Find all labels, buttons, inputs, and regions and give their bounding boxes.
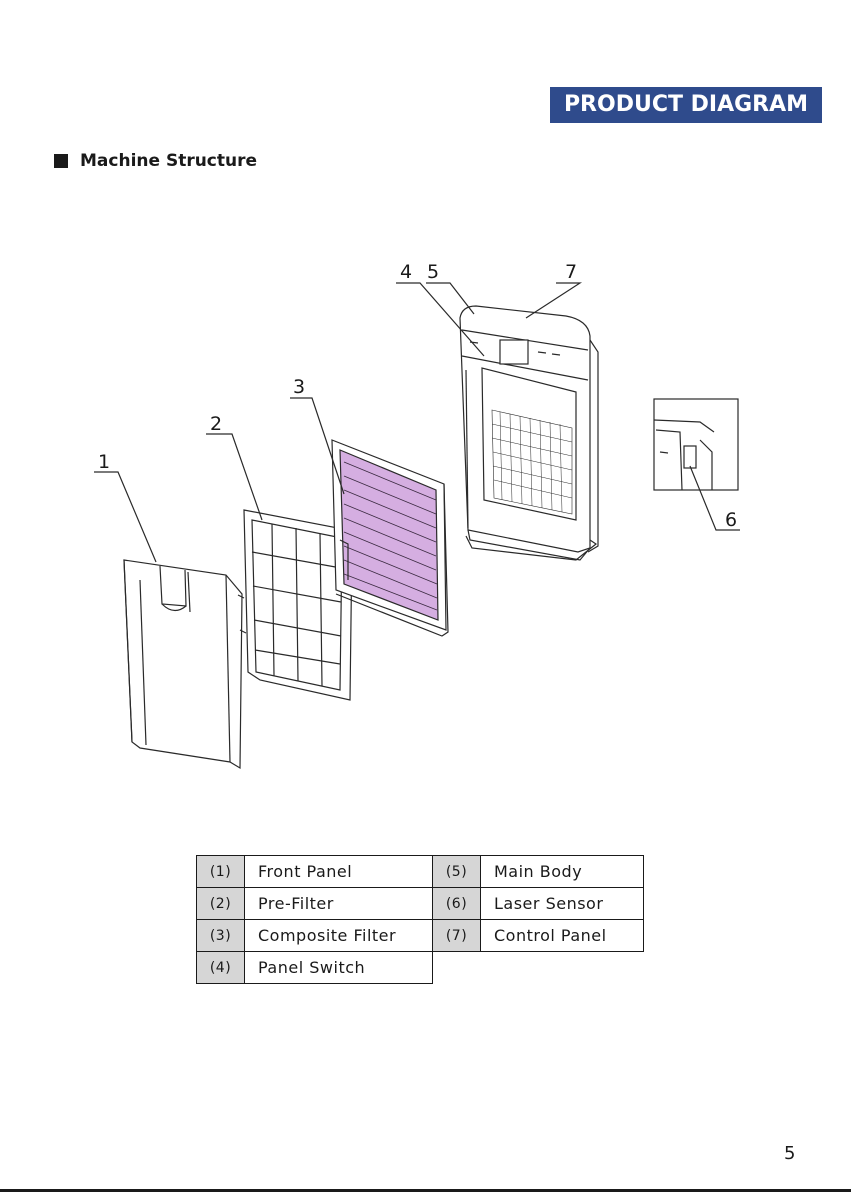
- part-name: Front Panel: [245, 856, 433, 888]
- header-banner: PRODUCT DIAGRAM: [550, 87, 822, 123]
- part-number: (6): [433, 888, 481, 920]
- part-name: Composite Filter: [245, 920, 433, 952]
- callout-2: 2: [210, 413, 222, 435]
- callout-1: 1: [98, 451, 110, 473]
- callout-6: 6: [725, 509, 737, 531]
- exploded-diagram: 1 2 3 4 5 7 6: [0, 200, 851, 800]
- part-number: (3): [197, 920, 245, 952]
- empty-cell: [433, 952, 481, 984]
- part-name: Pre-Filter: [245, 888, 433, 920]
- table-row: (3) Composite Filter (7) Control Panel: [197, 920, 644, 952]
- square-bullet-icon: [54, 154, 68, 168]
- main-body-illustration: [460, 306, 598, 560]
- part-name: Main Body: [481, 856, 644, 888]
- parts-table: (1) Front Panel (5) Main Body (2) Pre-Fi…: [196, 855, 644, 984]
- table-row: (4) Panel Switch: [197, 952, 644, 984]
- empty-cell: [481, 952, 644, 984]
- part-name: Control Panel: [481, 920, 644, 952]
- table-row: (1) Front Panel (5) Main Body: [197, 856, 644, 888]
- part-name: Laser Sensor: [481, 888, 644, 920]
- callout-5: 5: [427, 261, 439, 283]
- part-name: Panel Switch: [245, 952, 433, 984]
- callout-7: 7: [565, 261, 577, 283]
- front-panel-illustration: [124, 560, 242, 768]
- table-row: (2) Pre-Filter (6) Laser Sensor: [197, 888, 644, 920]
- section-heading: Machine Structure: [54, 150, 257, 172]
- page-number: 5: [784, 1143, 795, 1164]
- part-number: (7): [433, 920, 481, 952]
- part-number: (1): [197, 856, 245, 888]
- callout-3: 3: [293, 376, 305, 398]
- part-number: (5): [433, 856, 481, 888]
- part-number: (4): [197, 952, 245, 984]
- laser-sensor-detail: [654, 399, 738, 490]
- section-title: Machine Structure: [80, 151, 257, 171]
- callout-4: 4: [400, 261, 412, 283]
- part-number: (2): [197, 888, 245, 920]
